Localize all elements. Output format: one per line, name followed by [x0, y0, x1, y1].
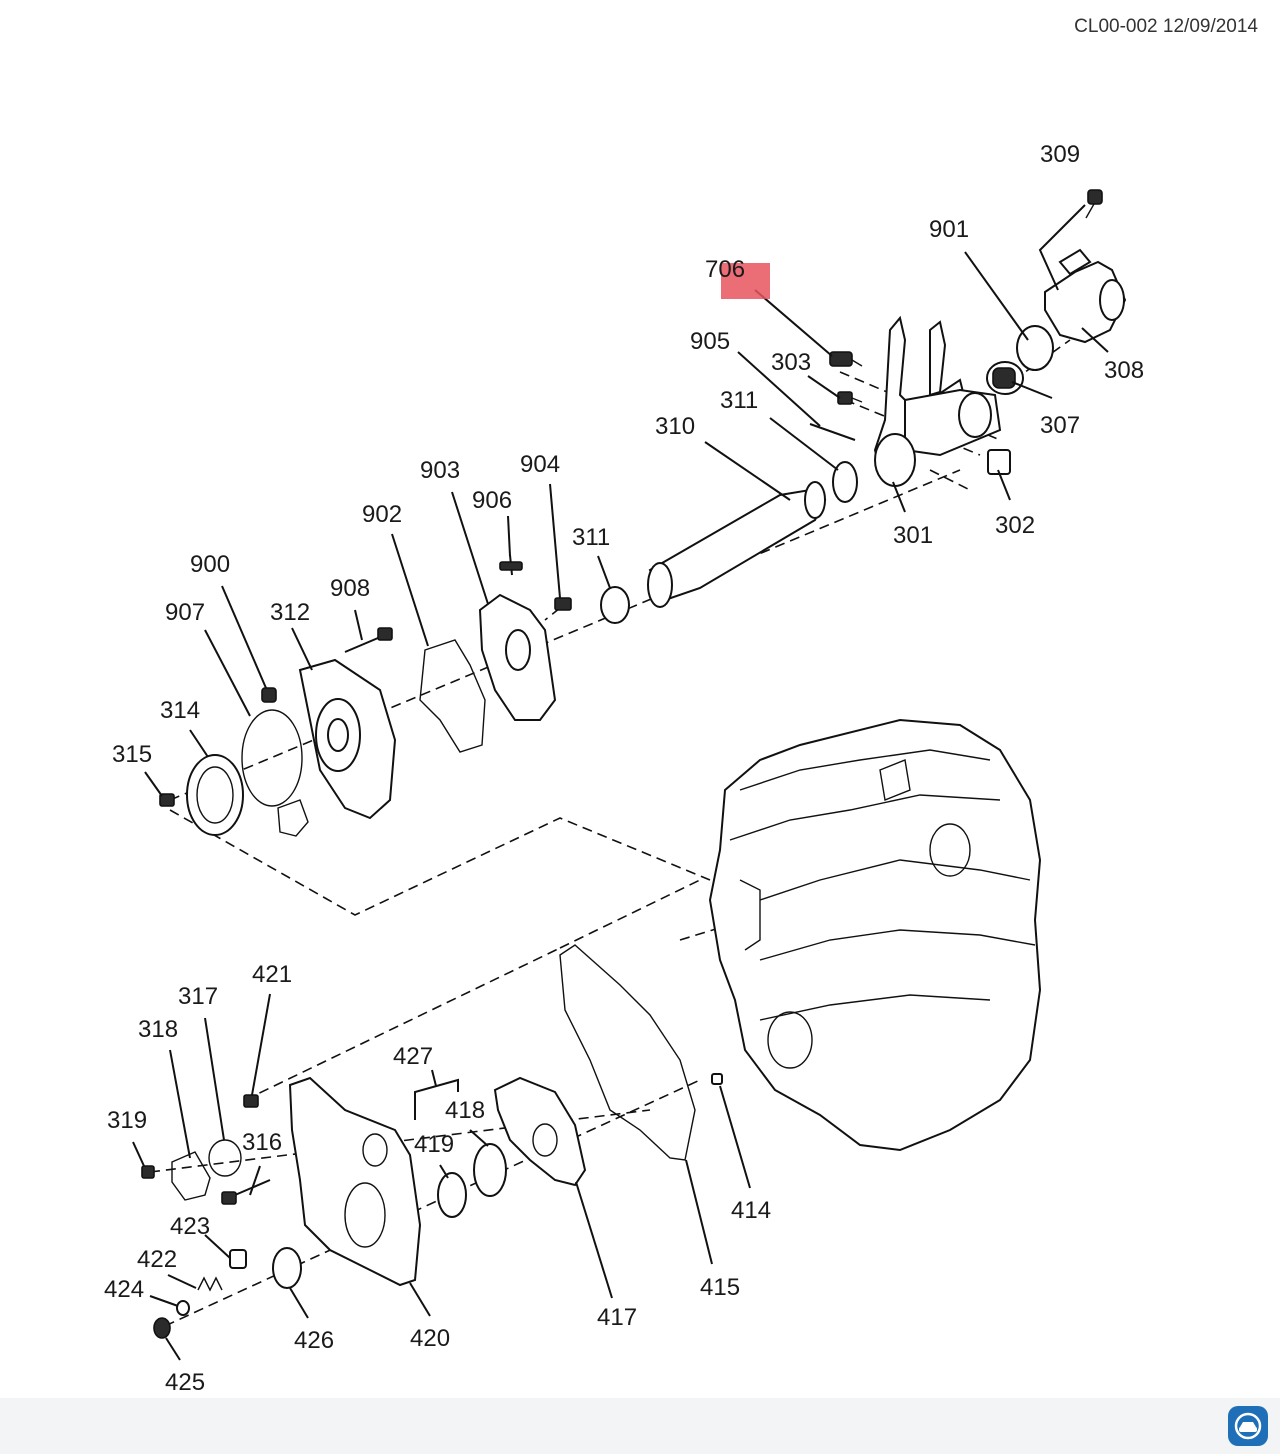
label-314[interactable]: 314: [160, 697, 200, 724]
label-906[interactable]: 906: [472, 487, 512, 514]
ring-311-lower-icon: [600, 586, 630, 624]
bolt-905-icon: [809, 391, 863, 441]
spring-422-icon: [197, 1276, 223, 1292]
leader-lines: [132, 204, 1109, 1361]
seal-317-icon: [208, 1139, 242, 1177]
gasket-415-icon: [559, 944, 696, 1161]
label-417[interactable]: 417: [597, 1304, 637, 1331]
engine-block-icon: [708, 718, 1042, 1152]
sensor-706-icon: [829, 351, 863, 367]
sprocket-314-icon: [186, 754, 244, 836]
label-902[interactable]: 902: [362, 501, 402, 528]
dowel-414-icon: [711, 1073, 723, 1085]
front-cover-group: [141, 944, 723, 1339]
car-badge-icon[interactable]: [1228, 1406, 1268, 1446]
cover-318-icon: [171, 1151, 211, 1201]
label-310[interactable]: 310: [655, 413, 695, 440]
label-904[interactable]: 904: [520, 451, 560, 478]
part-labels: 309 901 706 308 905 303 307 311 310 903 …: [104, 141, 1144, 1396]
bottom-bar: [0, 1398, 1280, 1454]
label-425[interactable]: 425: [165, 1369, 205, 1396]
label-309[interactable]: 309: [1040, 141, 1080, 168]
label-302[interactable]: 302: [995, 512, 1035, 539]
label-901[interactable]: 901: [929, 216, 969, 243]
gasket-902-icon: [419, 639, 486, 753]
housing-301-icon: [873, 315, 1002, 487]
label-318[interactable]: 318: [138, 1016, 178, 1043]
bolt-900-icon: [261, 687, 277, 703]
label-319[interactable]: 319: [107, 1107, 147, 1134]
label-415[interactable]: 415: [700, 1274, 740, 1301]
label-422[interactable]: 422: [137, 1246, 177, 1273]
bolt-421-icon: [243, 1094, 259, 1108]
label-419[interactable]: 419: [414, 1131, 454, 1158]
label-312[interactable]: 312: [270, 599, 310, 626]
label-423[interactable]: 423: [170, 1213, 210, 1240]
label-316[interactable]: 316: [242, 1129, 282, 1156]
label-900[interactable]: 900: [190, 551, 230, 578]
label-315[interactable]: 315: [112, 741, 152, 768]
label-426[interactable]: 426: [294, 1327, 334, 1354]
bolt-309-icon: [1085, 189, 1103, 219]
label-706[interactable]: 706: [705, 256, 745, 283]
plug-425-icon: [153, 1317, 171, 1339]
label-301[interactable]: 301: [893, 522, 933, 549]
pipe-310-icon: [647, 481, 827, 608]
highlight-marker: [721, 263, 770, 299]
label-311-lower[interactable]: 311: [572, 524, 610, 551]
label-908[interactable]: 908: [330, 575, 370, 602]
water-pump-group: [159, 658, 397, 837]
bolt-319-icon: [141, 1165, 155, 1179]
label-308[interactable]: 308: [1104, 357, 1144, 384]
label-418[interactable]: 418: [445, 1097, 485, 1124]
water-pump-cover-group: [344, 554, 572, 753]
label-317[interactable]: 317: [178, 983, 218, 1010]
label-427[interactable]: 427: [393, 1043, 433, 1070]
label-307[interactable]: 307: [1040, 412, 1080, 439]
label-414[interactable]: 414: [731, 1197, 771, 1224]
gear-419-icon: [437, 1172, 467, 1218]
bolt-315-icon: [159, 793, 175, 807]
front-cover-420-icon: [288, 1076, 422, 1287]
oil-pump-417-icon: [493, 1076, 587, 1187]
label-303[interactable]: 303: [771, 349, 811, 376]
parts-diagram: 309 901 706 308 905 303 307 311 310 903 …: [104, 141, 1144, 1396]
outlet-308-icon: [1044, 248, 1127, 344]
seal-426-icon: [272, 1247, 302, 1289]
ring-311-upper-icon: [832, 461, 858, 503]
valve-423-icon: [229, 1249, 247, 1269]
label-420[interactable]: 420: [410, 1325, 450, 1352]
washer-424-icon: [176, 1300, 190, 1316]
gasket-907-icon: [241, 709, 303, 807]
label-311-upper[interactable]: 311: [720, 387, 758, 414]
label-903[interactable]: 903: [420, 457, 460, 484]
label-421[interactable]: 421: [252, 961, 292, 988]
label-905[interactable]: 905: [690, 328, 730, 355]
header-code: CL00-002 12/09/2014: [1074, 16, 1258, 37]
thermostat-307-icon: [986, 361, 1024, 395]
label-907[interactable]: 907: [165, 599, 205, 626]
rotor-418-icon: [473, 1143, 507, 1197]
label-424[interactable]: 424: [104, 1276, 144, 1303]
